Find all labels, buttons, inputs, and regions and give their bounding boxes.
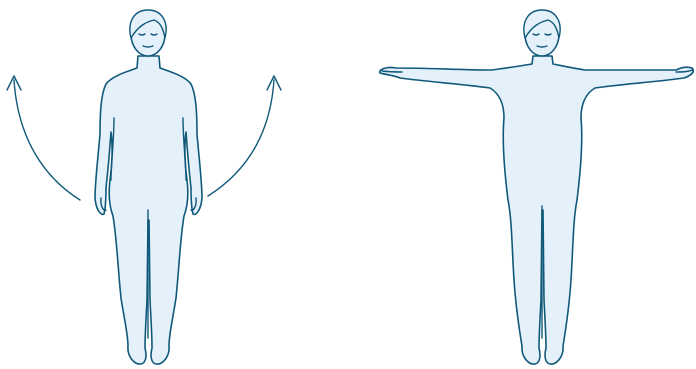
head-raised [524,10,560,56]
figure-arms-raised [380,10,694,364]
figure-arms-down [7,10,281,364]
right-motion-arrow [208,76,281,196]
head [130,10,166,56]
left-motion-arrow [7,76,80,200]
body-silhouette-raised [380,56,694,364]
